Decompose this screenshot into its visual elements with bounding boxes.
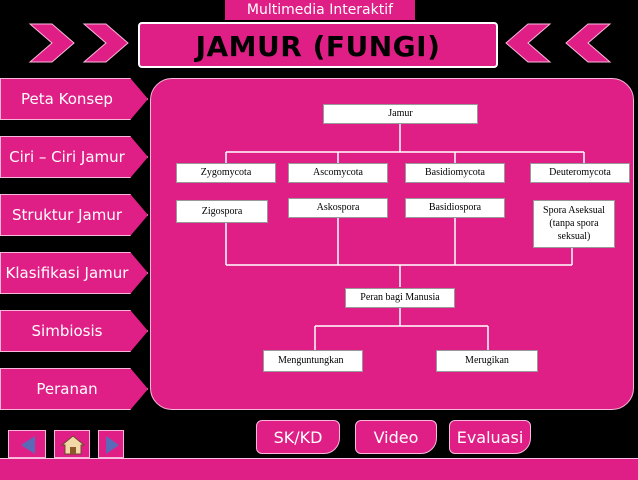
chevron-right-decor-icon — [28, 23, 129, 63]
node-label: Spora Aseksual (tanpa spora seksual) — [543, 205, 605, 242]
concept-node-peran: Peran bagi Manusia — [345, 288, 455, 308]
node-label: Zygomycota — [200, 167, 252, 178]
concept-node-deuteromycota: Deuteromycota — [530, 163, 630, 183]
menu-item-ciri-ciri-jamur[interactable]: Ciri – Ciri Jamur — [0, 136, 148, 178]
app-name: Multimedia Interaktif — [246, 2, 394, 18]
concept-node-ascomycota: Ascomycota — [288, 163, 388, 183]
node-label: Merugikan — [465, 355, 509, 366]
menu-item-label: Peta Konsep — [21, 90, 113, 108]
menu-item-peranan[interactable]: Peranan — [0, 368, 148, 410]
button-label: Video — [373, 427, 419, 447]
page-title: JAMUR (FUNGI) — [195, 30, 441, 63]
home-button[interactable] — [54, 430, 90, 458]
menu-item-label: Struktur Jamur — [12, 206, 122, 224]
app-name-banner: Multimedia Interaktif — [225, 0, 415, 20]
prev-button[interactable] — [8, 430, 46, 458]
menu-item-label: Peranan — [36, 380, 98, 398]
menu-item-klasifikasi-jamur[interactable]: Klasifikasi Jamur — [0, 252, 148, 294]
concept-node-merugikan: Merugikan — [436, 350, 538, 372]
concept-node-zigospora: Zigospora — [176, 200, 268, 223]
video-button[interactable]: Video — [355, 420, 437, 454]
node-label: Menguntungkan — [278, 355, 344, 366]
concept-node-askospora: Askospora — [288, 198, 388, 218]
node-label: Zigospora — [201, 206, 243, 217]
left-arrow-icon — [21, 436, 35, 454]
chevron-left-decor-icon — [505, 23, 612, 63]
right-arrow-icon — [106, 436, 119, 454]
node-label: Ascomycota — [313, 167, 363, 178]
title-bar: JAMUR (FUNGI) — [138, 22, 498, 68]
node-label: Jamur — [388, 108, 413, 119]
button-label: Evaluasi — [456, 427, 524, 447]
next-button[interactable] — [98, 430, 124, 458]
sk-kd-button[interactable]: SK/KD — [256, 420, 340, 454]
evaluasi-button[interactable]: Evaluasi — [449, 420, 531, 454]
home-icon — [60, 435, 86, 455]
concept-node-basidiospora: Basidiospora — [405, 198, 505, 218]
button-label: SK/KD — [273, 427, 323, 447]
concept-node-spora-aseksual: Spora Aseksual (tanpa spora seksual) — [533, 200, 615, 248]
node-label: Askospora — [316, 202, 360, 213]
menu-item-label: Ciri – Ciri Jamur — [9, 148, 125, 166]
node-label: Basidiomycota — [425, 167, 485, 178]
concept-node-menguntungkan: Menguntungkan — [263, 350, 363, 372]
menu-item-label: Simbiosis — [31, 322, 103, 340]
menu-item-peta-konsep[interactable]: Peta Konsep — [0, 78, 148, 120]
node-label: Peran bagi Manusia — [360, 292, 440, 303]
concept-node-root: Jamur — [323, 104, 478, 124]
concept-node-zygomycota: Zygomycota — [176, 163, 276, 183]
concept-node-basidiomycota: Basidiomycota — [405, 163, 505, 183]
node-label: Basidiospora — [428, 202, 482, 213]
menu-item-struktur-jamur[interactable]: Struktur Jamur — [0, 194, 148, 236]
menu-item-label: Klasifikasi Jamur — [5, 264, 129, 282]
node-label: Deuteromycota — [549, 167, 611, 178]
footer-strip — [0, 458, 638, 480]
menu-item-simbiosis[interactable]: Simbiosis — [0, 310, 148, 352]
